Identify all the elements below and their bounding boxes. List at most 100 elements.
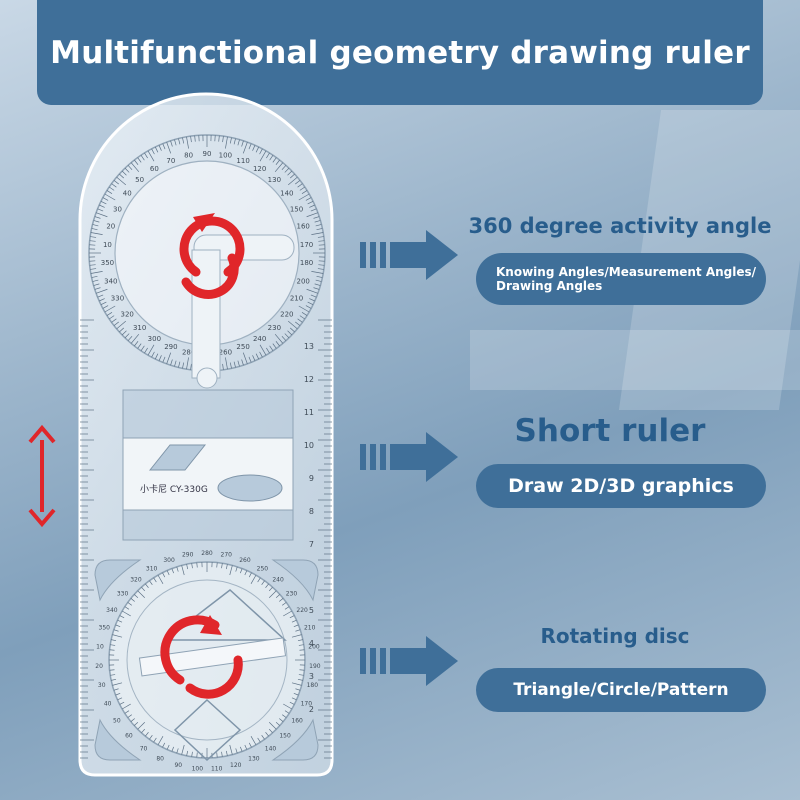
title-banner: Multifunctional geometry drawing ruler [37,0,763,105]
protractor-mark: 170 [300,241,313,249]
disc-mark: 240 [272,577,284,584]
protractor-mark: 10 [103,241,112,249]
disc-mark: 220 [296,607,308,614]
chevron-arrow-icon [360,230,458,280]
disc-mark: 260 [239,557,251,564]
disc-mark: 250 [257,565,269,572]
rotate-arrow-icon [179,213,245,299]
disc-mark: 210 [304,625,316,632]
scale-number: 11 [304,408,314,417]
protractor-mark: 260 [219,348,232,356]
disc-mark: 150 [279,733,291,740]
disc-mark: 170 [301,700,313,707]
protractor-mark: 220 [280,310,293,318]
protractor-mark: 200 [296,277,309,285]
scale-number: 13 [304,342,314,351]
protractor-mark: 180 [300,259,313,267]
disc-mark: 200 [308,644,320,651]
disc-mark: 190 [309,663,321,670]
disc-mark: 310 [146,565,158,572]
parallelogram-cutout [148,444,207,471]
chevron-arrow-icon [360,432,458,482]
protractor-mark: 60 [150,165,159,173]
protractor-mark: 120 [253,165,266,173]
disc-mark: 10 [96,644,104,651]
disc-mark: 130 [248,755,260,762]
disc-mark: 270 [221,552,233,559]
feature-description: Draw 2D/3D graphics [476,464,766,508]
protractor-mark: 310 [133,324,146,332]
disc-mark: 80 [156,755,164,762]
side-scale: 12345678910111213 [80,319,332,759]
protractor-mark: 330 [111,295,124,303]
feature-title: Short ruler [514,413,706,449]
protractor-mark: 350 [101,259,114,267]
scale-number: 10 [304,441,314,450]
protractor-mark: 140 [280,190,293,198]
disc-mark: 180 [307,682,319,689]
disc-diamond [173,698,242,762]
description-line: Knowing Angles/Measurement Angles/ [496,265,757,279]
protractor-mark: 300 [148,335,161,343]
disc-mark: 140 [265,745,277,752]
protractor-mark: 50 [135,176,144,184]
disc-mark: 90 [174,762,182,769]
protractor-mark: 150 [290,205,303,213]
disc-mark: 30 [98,682,106,689]
protractor-mark: 90 [203,150,212,158]
disc-mark: 40 [104,700,112,707]
oval-cutout [217,474,283,502]
feature-title: 360 degree activity angle [468,214,772,238]
protractor-mark: 100 [219,152,232,160]
disc-mark: 230 [286,591,298,598]
disc-mark: 60 [125,733,133,740]
protractor-ticks [89,135,325,371]
chevron-arrow-icon [360,636,458,686]
model-label: 小卡尼 CY-330G [140,483,208,495]
feature-description: Triangle/Circle/Pattern [476,668,766,712]
disc-mark: 350 [99,625,111,632]
scale-number: 12 [304,375,314,384]
protractor-mark: 280 [182,348,195,356]
protractor-mark: 160 [296,223,309,231]
protractor-mark: 20 [106,223,115,231]
disc-mark: 110 [211,766,223,773]
disc-mark: 20 [95,663,103,670]
protractor-mark: 340 [104,277,117,285]
scale-number: 7 [309,540,314,549]
banner-title: Multifunctional geometry drawing ruler [50,34,750,71]
disc-mark: 100 [192,766,204,773]
disc-mark: 290 [182,552,194,559]
protractor-mark: 110 [236,157,249,165]
protractor-mark: 320 [121,310,134,318]
top-cutout [122,389,294,439]
rotate-arrow-icon [160,615,243,699]
protractor-mark: 30 [113,205,122,213]
scale-number: 9 [309,474,314,483]
protractor-mark: 130 [268,176,281,184]
protractor-mark: 230 [268,324,281,332]
scale-number: 8 [309,507,314,516]
description-line: Drawing Angles [496,279,603,293]
scale-number: 3 [309,672,314,681]
protractor-mark: 70 [166,157,175,165]
double-arrow-icon [28,424,56,528]
disc-mark: 280 [201,550,213,557]
protractor-mark: 290 [164,343,177,351]
protractor-mark: 210 [290,295,303,303]
disc-mark: 70 [140,745,148,752]
disc-mark: 320 [130,577,142,584]
protractor-mark: 40 [123,190,132,198]
disc-mark: 120 [230,762,242,769]
protractor-mark: 250 [236,343,249,351]
protractor-mark: 80 [184,152,193,160]
scale-number: 5 [309,606,314,615]
feature-title: Rotating disc [540,624,690,648]
disc-mark: 340 [106,607,118,614]
scale-number: 2 [309,705,314,714]
scale-number: 4 [309,639,314,648]
